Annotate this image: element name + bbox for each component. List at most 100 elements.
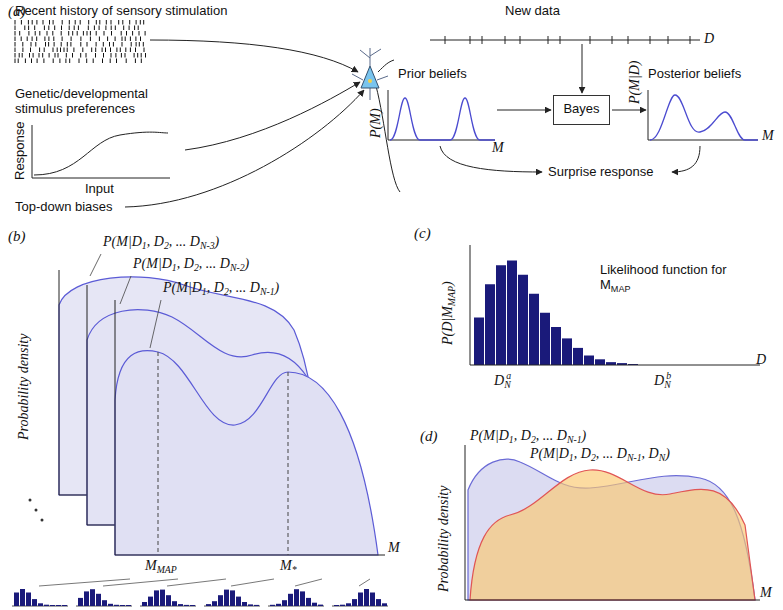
stroke (114, 605, 119, 606)
stroke (45, 42, 46, 47)
stroke (15, 48, 16, 53)
text-label: (b) (8, 228, 26, 245)
stroke (107, 37, 108, 42)
stroke (115, 53, 116, 58)
stroke (80, 20, 81, 25)
label-text: M (388, 540, 400, 555)
label-text: D (654, 373, 664, 388)
stroke (95, 53, 96, 58)
text-label: (d) (420, 428, 438, 445)
label-text: D (494, 373, 504, 388)
label-text: (b) (8, 228, 26, 244)
stroke (160, 590, 165, 606)
label-text: MAP (446, 286, 457, 306)
stroke (376, 599, 381, 606)
text-label: M (492, 140, 504, 156)
stroke (312, 603, 317, 606)
stroke (47, 31, 48, 36)
stroke (39, 31, 40, 36)
stroke (140, 20, 141, 25)
label-text: Probability density (16, 334, 31, 440)
label-text: , ... D (596, 446, 627, 461)
text-label: P(M) (368, 108, 384, 138)
stroke (44, 605, 49, 606)
label-text: ) (440, 281, 455, 286)
stroke (474, 318, 484, 366)
label-text: 1 (142, 240, 147, 251)
label-text: 2 (531, 434, 536, 445)
label-text: Posterior beliefs (648, 66, 741, 81)
label-text: Surprise response (548, 164, 654, 179)
label-text: N-1 (627, 452, 642, 463)
stroke (30, 48, 31, 53)
stroke (139, 42, 140, 47)
text-label: M (760, 585, 772, 601)
label-text: , ... D (536, 428, 567, 443)
label-text: (c) (414, 225, 431, 241)
label-text: 2 (591, 452, 596, 463)
stroke (551, 327, 561, 365)
stroke (548, 36, 549, 44)
stroke (108, 604, 113, 606)
stroke (61, 31, 62, 36)
stroke (26, 593, 31, 607)
stroke (121, 53, 122, 58)
stroke (37, 59, 38, 64)
stroke (53, 20, 54, 25)
stroke (120, 605, 125, 606)
stroke (144, 48, 145, 53)
stroke (36, 20, 37, 25)
label-text: 1 (202, 286, 207, 297)
text-label: Top-down biases (15, 199, 113, 214)
label-text: M (762, 128, 774, 143)
stroke (507, 261, 517, 366)
stroke (61, 42, 62, 47)
stroke (69, 20, 70, 25)
stroke (44, 26, 45, 31)
label-text: Genetic/developmental stimulus preferenc… (15, 86, 148, 116)
stroke (96, 20, 97, 25)
stroke (82, 48, 83, 53)
stroke (142, 602, 147, 606)
stroke (129, 26, 130, 31)
stroke (595, 359, 605, 365)
stroke (135, 48, 136, 53)
stroke (270, 605, 275, 606)
stroke (62, 20, 63, 25)
text-label: Probability density (436, 486, 452, 592)
label-text: P(M|D (163, 280, 202, 295)
label-text: P(M|D (103, 234, 142, 249)
stroke (31, 42, 32, 47)
text-label: Posterior beliefs (648, 66, 741, 81)
label-text: Probability density (436, 486, 451, 592)
stroke (48, 26, 49, 31)
stroke (55, 53, 56, 58)
stroke (562, 338, 572, 365)
label-text: , D (514, 428, 531, 443)
stroke (71, 37, 72, 42)
stroke (126, 605, 131, 606)
stroke (32, 37, 33, 42)
label-text: , ... D (229, 280, 260, 295)
text-label: D (756, 352, 766, 368)
stroke (67, 42, 68, 47)
stroke (140, 37, 141, 42)
label-text: , D (574, 446, 591, 461)
text-label: Likelihood function for MMAP (600, 262, 750, 294)
stroke (33, 53, 34, 58)
stroke (154, 590, 159, 606)
stroke (38, 603, 43, 606)
stroke (300, 591, 305, 606)
stroke (115, 26, 116, 31)
stroke (143, 20, 144, 25)
stroke (43, 59, 44, 64)
stroke (56, 605, 61, 606)
stroke (111, 20, 112, 25)
stroke (370, 593, 375, 607)
stroke (130, 37, 131, 42)
stroke (62, 605, 67, 606)
stroke (276, 604, 281, 606)
stroke (103, 42, 104, 47)
stroke (172, 601, 177, 606)
stroke (75, 20, 76, 25)
